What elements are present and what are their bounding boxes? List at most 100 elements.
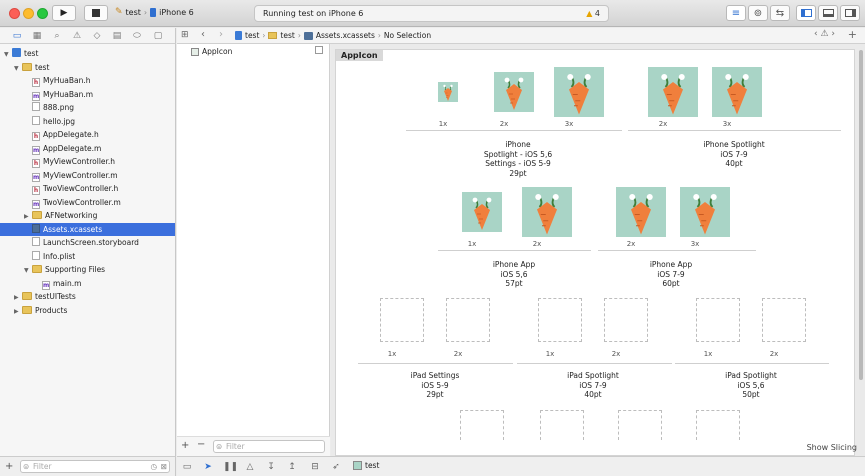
search-icon[interactable]: ⌕ [54,31,60,41]
breakpoint-icon[interactable]: ⬭ [133,31,141,41]
recent-files-icon[interactable]: ◷ [150,462,157,471]
navigator-item[interactable]: ▼test [0,47,175,60]
hide-debug-icon[interactable]: ▭ [182,462,192,472]
breadcrumb-group[interactable]: test [280,31,295,40]
breadcrumb-selection[interactable]: No Selection [383,31,432,40]
assistant-editor-button[interactable]: ⊚ [748,5,768,21]
empty-icon-slot[interactable] [380,298,424,342]
chevron-right-icon: › [297,31,301,40]
navigator-item[interactable]: ▼test [0,61,175,74]
outline-item-appicon[interactable]: AppIcon [191,46,232,57]
breakpoints-toggle-icon[interactable]: ➤ [204,462,212,472]
add-icon[interactable]: + [5,461,14,472]
related-items-icon[interactable]: ⊞ [181,30,189,40]
process-indicator[interactable]: test [353,461,379,470]
run-button[interactable]: ▶ [52,5,76,21]
app-icon-image[interactable] [648,67,698,117]
app-icon-image[interactable] [616,187,666,237]
view-hierarchy-icon[interactable]: ⊟ [311,462,319,472]
stop-button[interactable] [84,5,108,21]
zoom-window-button[interactable] [37,8,48,19]
disclosure-open-icon[interactable]: ▼ [4,51,9,58]
add-asset-icon[interactable]: + [181,440,190,451]
disclosure-open-icon[interactable]: ▼ [24,267,29,274]
empty-icon-slot[interactable] [460,410,504,440]
minimize-window-button[interactable] [23,8,34,19]
toggle-navigator-button[interactable] [796,5,816,21]
folder-icon[interactable]: ▭ [12,31,22,41]
navigator-item-label: Supporting Files [45,265,106,274]
app-icon-image[interactable] [438,82,458,102]
show-slicing-button[interactable]: Show Slicing [806,443,857,452]
app-icon-image[interactable] [554,67,604,117]
navigator-item[interactable]: ▶testUITests [0,290,175,303]
debug-icon[interactable]: ▤ [112,31,122,41]
app-icon-image[interactable] [680,187,730,237]
outline-filter-field[interactable]: ⊜ Filter [213,440,325,453]
navigator-item[interactable]: 888.png [0,101,175,114]
empty-icon-slot[interactable] [696,410,740,440]
navigator-item[interactable]: ▶AFNetworking [0,209,175,222]
breadcrumb-file[interactable]: Assets.xcassets [315,31,375,40]
carrot-icon [712,67,762,117]
step-over-icon[interactable]: △ [246,462,254,472]
pause-icon[interactable]: ❚❚ [223,462,239,472]
disclosure-open-icon[interactable]: ▼ [14,64,19,72]
issue-icon[interactable]: ⚠ [72,31,82,41]
navigator-item[interactable]: Assets.xcassets [0,222,175,236]
empty-icon-slot[interactable] [762,298,806,342]
test-icon[interactable]: ◇ [93,31,101,41]
app-icon-image[interactable] [462,192,502,232]
disclosure-closed-icon[interactable]: ▶ [14,294,19,301]
report-icon[interactable]: ▢ [153,31,163,41]
forward-button[interactable]: › [219,29,223,40]
symbol-icon[interactable]: ▦ [32,31,42,41]
breadcrumb-project[interactable]: test [245,31,260,40]
scheme-selector[interactable]: ✎ test › iPhone 6 [115,7,194,17]
back-button[interactable]: ‹ [201,29,205,40]
empty-icon-slot[interactable] [696,298,740,342]
disclosure-closed-icon[interactable]: ▶ [24,213,29,220]
vertical-scrollbar[interactable] [859,50,863,380]
empty-icon-slot[interactable] [618,410,662,440]
navigator-item[interactable]: ▶Products [0,304,175,317]
navigator-filter-field[interactable]: ⊜ Filter ◷ ⊠ [20,460,170,473]
app-icon-image[interactable] [494,72,534,112]
toggle-utilities-button[interactable] [840,5,860,21]
remove-asset-icon[interactable]: − [197,439,206,450]
file-icon [32,102,40,111]
navigator-item[interactable]: ▼ Supporting Files [0,263,175,276]
version-editor-button[interactable]: ⇆ [770,5,790,21]
toggle-debug-area-button[interactable] [818,5,838,21]
empty-icon-slot[interactable] [540,410,584,440]
app-icon-image[interactable] [712,67,762,117]
navigator-item[interactable]: LaunchScreen.storyboard [0,236,175,249]
empty-icon-slot[interactable] [538,298,582,342]
location-icon[interactable]: ➶ [332,462,340,472]
source-control-icon[interactable]: ⊠ [160,462,167,471]
header-file-icon: h [32,186,40,195]
step-in-icon[interactable]: ↧ [267,462,275,472]
issue-navigation-icon[interactable]: ‹ ⚠ › [814,29,835,39]
navigator-item[interactable]: Info.plist [0,250,175,263]
empty-icon-slot[interactable] [446,298,490,342]
disclosure-closed-icon[interactable]: ▶ [14,307,19,315]
standard-editor-button[interactable]: ≡ [726,5,746,21]
app-icon-image[interactable] [522,187,572,237]
navigator-item[interactable]: hello.jpg [0,115,175,128]
empty-icon-slot[interactable] [604,298,648,342]
step-out-icon[interactable]: ↥ [288,462,296,472]
close-window-button[interactable] [9,8,20,19]
add-editor-icon[interactable]: + [847,28,857,41]
warning-indicator[interactable]: ▲ 4 [586,6,600,21]
